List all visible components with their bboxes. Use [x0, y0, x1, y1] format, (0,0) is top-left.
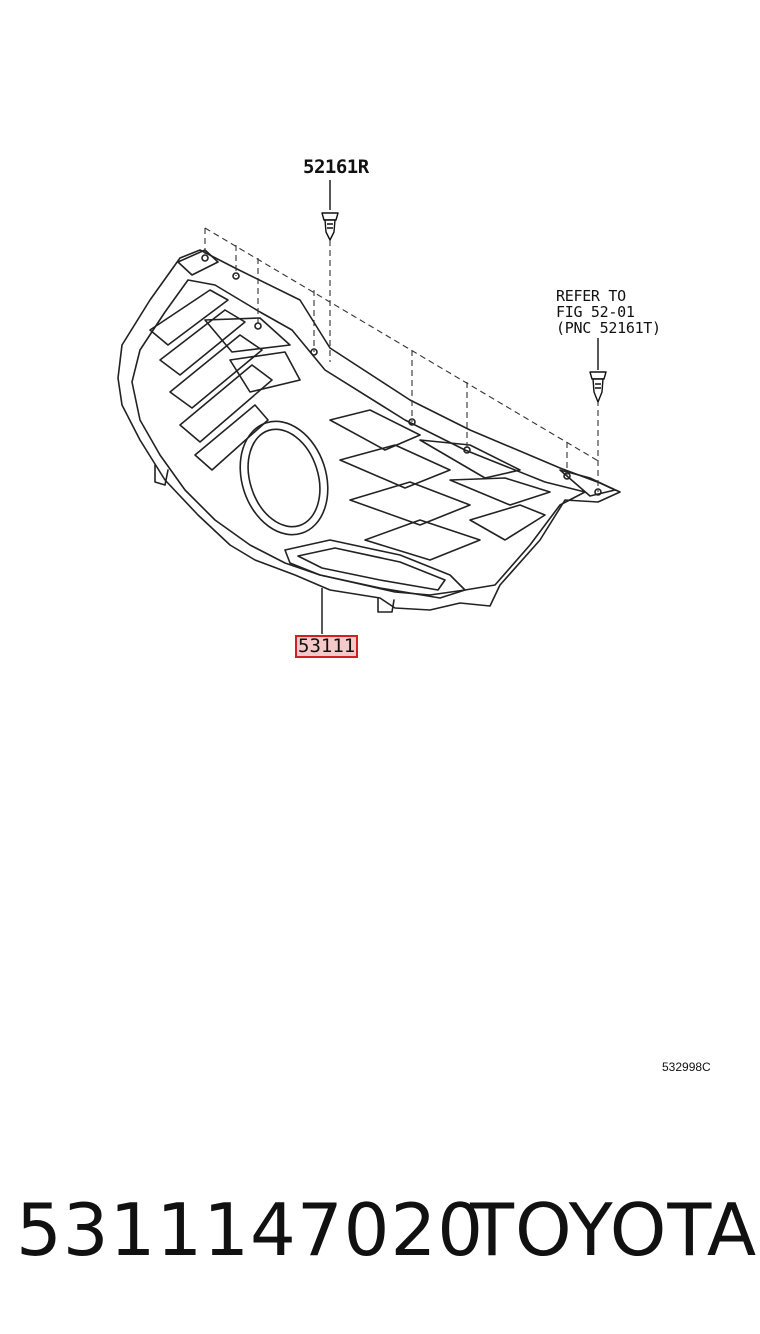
refer-line-2: FIG 52-01 [556, 303, 635, 321]
tab-top-left [177, 249, 219, 276]
tab-bottom [377, 597, 395, 613]
push-clip-icon [589, 371, 607, 403]
tab-right [559, 469, 616, 497]
illustration-reference-code: 532998C [662, 1060, 711, 1074]
emblem-ring-inner [247, 428, 321, 528]
brand-name: TOYOTA [470, 1188, 758, 1272]
push-clip-icon [321, 212, 339, 241]
callout-refer-to: REFER TO FIG 52-01 (PNC 52161T) [556, 288, 661, 336]
callout-53111-highlighted[interactable]: 53111 [295, 635, 359, 658]
tab-left [154, 464, 169, 486]
grille-outer-frame [117, 249, 621, 611]
lower-slot [284, 539, 466, 599]
grille-inner-frame [131, 279, 586, 596]
refer-line-1: REFER TO [556, 287, 626, 305]
emblem-ring [239, 420, 329, 536]
refer-line-3: (PNC 52161T) [556, 319, 661, 337]
callout-52161r: 52161R [303, 156, 369, 178]
part-number: 5311147020 [16, 1188, 485, 1272]
dashed-mount-line [204, 227, 601, 463]
